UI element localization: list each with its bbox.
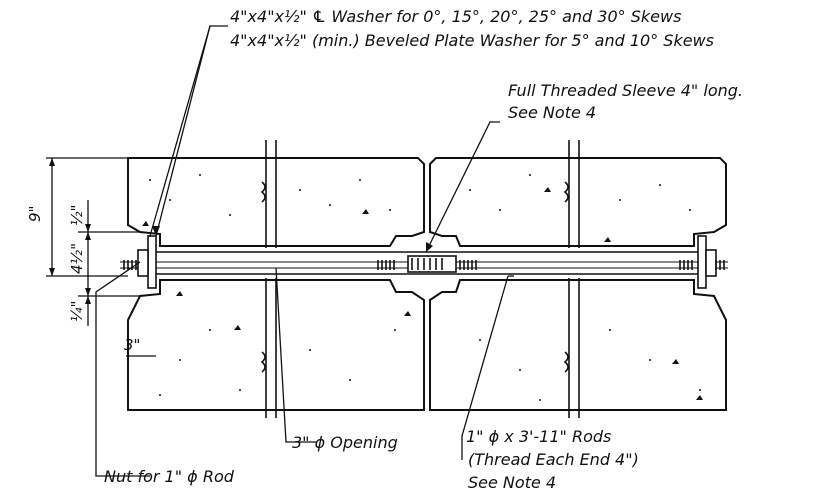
rods-note-line1: 1" ϕ x 3'-11" Rods (466, 427, 611, 446)
dimension-lines (46, 157, 156, 357)
dim-three: 3" (124, 336, 140, 354)
dim-mid: 4½" (68, 243, 86, 274)
dim-half-top: ½" (68, 205, 86, 226)
dim-overall: 9" (26, 206, 44, 222)
sleeve-note-line1: Full Threaded Sleeve 4" long. (508, 81, 743, 100)
leader-lines (95, 25, 514, 477)
rod-assembly (120, 235, 728, 289)
dim-quarter: ¼" (68, 301, 86, 322)
right-concrete-beam (429, 157, 727, 411)
left-concrete-beam (127, 157, 425, 411)
rods-note-line2: (Thread Each End 4") (468, 450, 639, 469)
rods-note-line3: See Note 4 (468, 473, 556, 492)
concrete-texture (142, 174, 703, 401)
nut-note: Nut for 1" ϕ Rod (104, 467, 235, 486)
washer-note-line1: 4"x4"x½" ℄ Washer for 0°, 15°, 20°, 25° … (230, 7, 681, 26)
washer-note-line2: 4"x4"x½" (min.) Beveled Plate Washer for… (230, 31, 714, 50)
sleeve-note-line2: See Note 4 (508, 103, 596, 122)
opening-note: 3" ϕ Opening (292, 433, 398, 452)
vertical-bars (260, 140, 580, 418)
